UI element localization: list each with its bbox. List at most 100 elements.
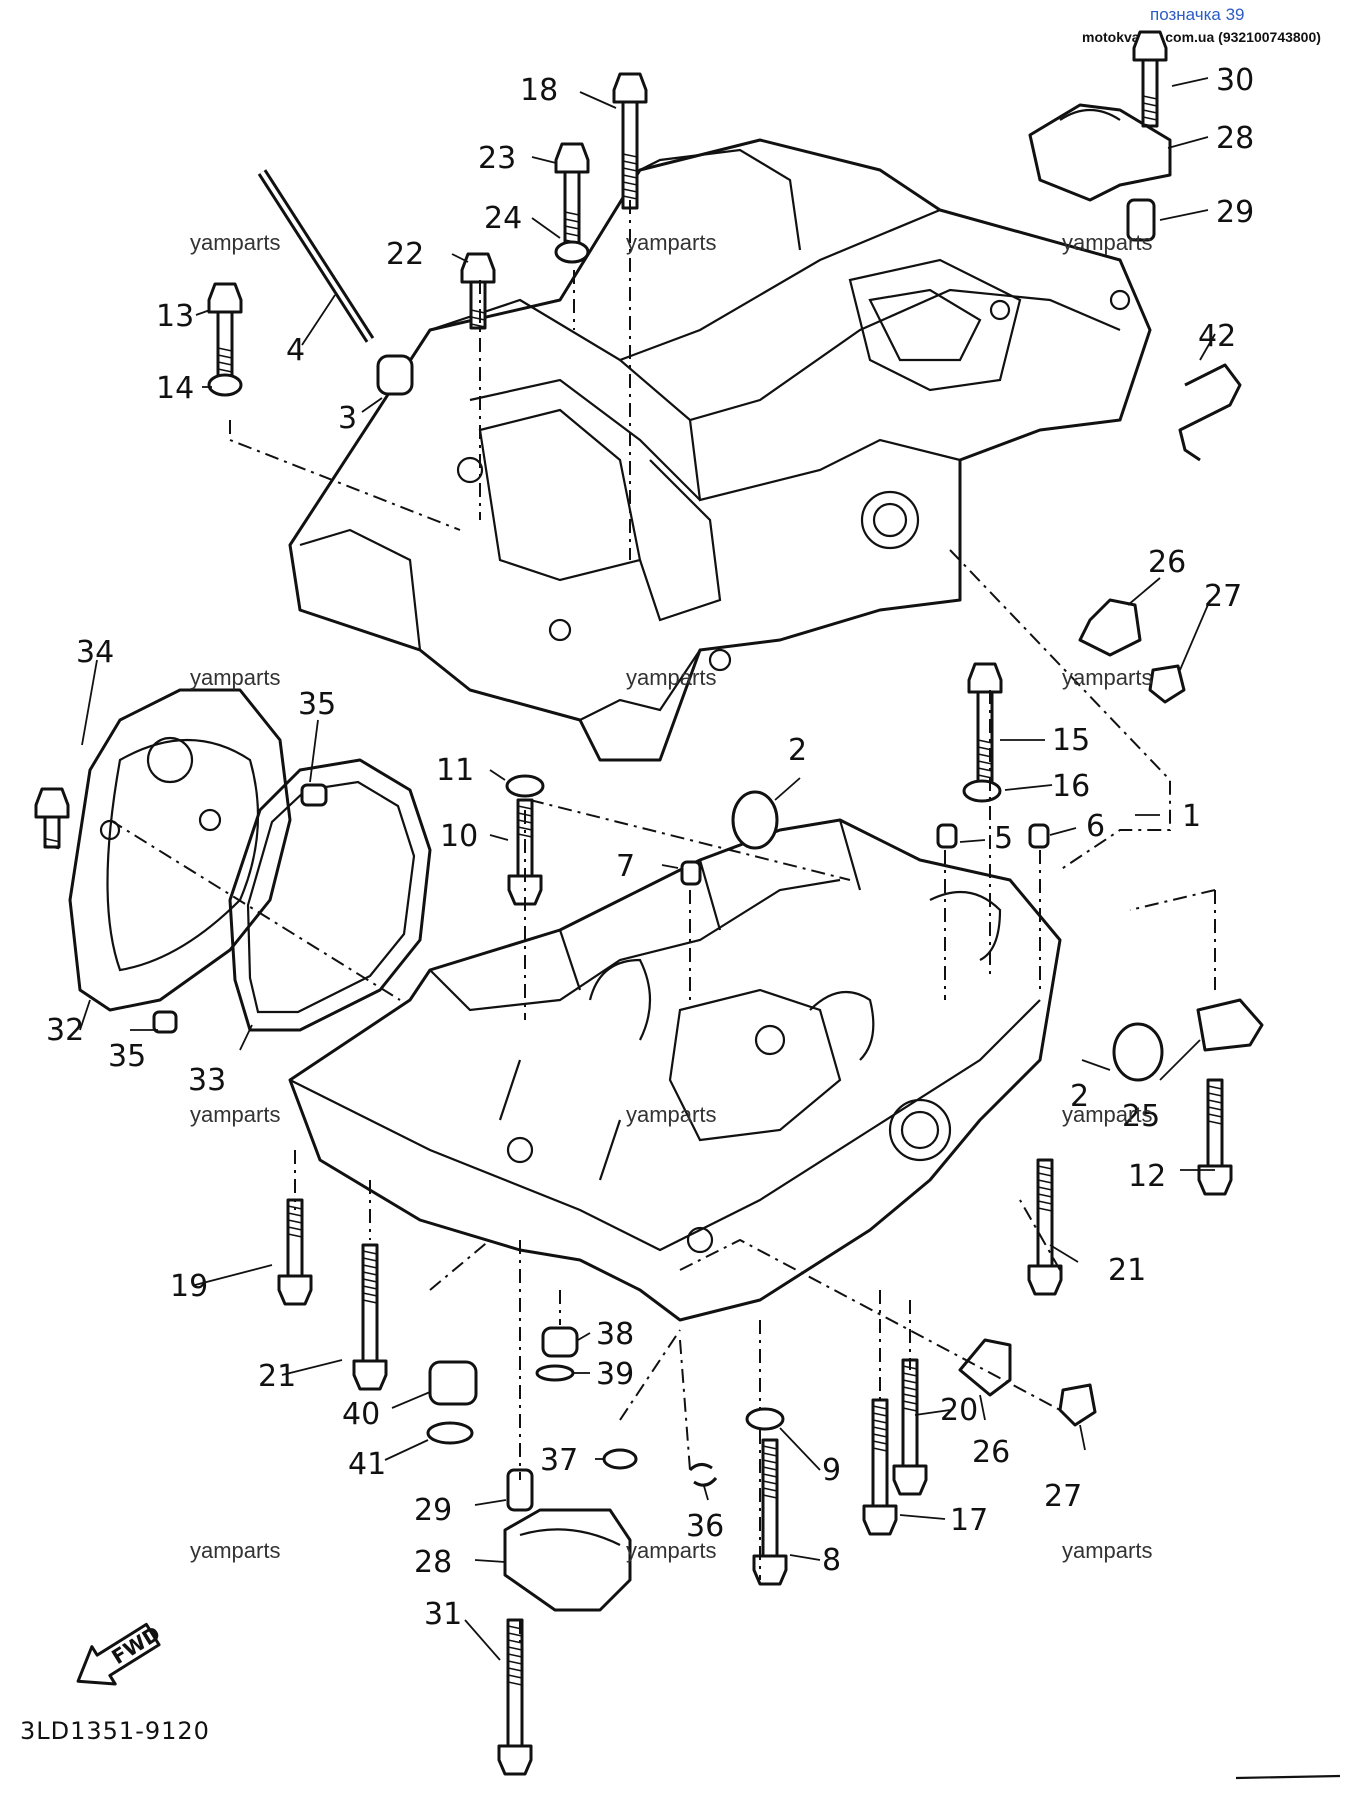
callout-10: 10 [440, 819, 478, 854]
bolt-13 [207, 282, 243, 380]
o-ring-39 [535, 1364, 575, 1382]
callout-7: 7 [616, 849, 635, 884]
callout-27-lower: 27 [1044, 1479, 1082, 1514]
callout-37: 37 [540, 1443, 578, 1478]
callout-22: 22 [386, 237, 424, 272]
pipe-42 [1178, 363, 1242, 462]
bolt-15 [967, 662, 1003, 790]
callout-5: 5 [994, 821, 1013, 856]
watermark-text: yamparts [626, 665, 716, 690]
bolt-30 [1132, 30, 1168, 128]
watermark-text: yamparts [626, 1102, 716, 1127]
watermark-text: yamparts [190, 1102, 280, 1127]
fwd-arrow: FWD [76, 1621, 164, 1686]
assembly-lines [109, 200, 1216, 1650]
callout-18: 18 [520, 73, 558, 108]
upper-crankcase [288, 138, 1152, 762]
side-cover [68, 688, 292, 1012]
bolt-22 [460, 252, 496, 330]
watermark-text: yamparts [190, 1538, 280, 1563]
callout-38: 38 [596, 1317, 634, 1352]
callout-9: 9 [822, 1453, 841, 1488]
watermarks: yamparts yamparts yamparts yamparts yamp… [190, 230, 1152, 1563]
callout-35-lower: 35 [108, 1039, 146, 1074]
dowel-pin-35-upper [300, 783, 328, 807]
callout-labels: 1 2 2 3 4 5 6 7 8 9 10 11 12 13 14 15 16… [46, 63, 1254, 1632]
o-ring-37 [602, 1448, 638, 1470]
screw-27-upper [1148, 664, 1186, 704]
lower-crankcase [288, 818, 1062, 1322]
collar-40 [428, 1360, 478, 1406]
bolt-21-right [1027, 1158, 1063, 1296]
fwd-label: FWD [107, 1621, 164, 1669]
collar-38 [541, 1326, 579, 1358]
washer-9 [745, 1407, 785, 1431]
callout-6: 6 [1086, 809, 1105, 844]
callout-21-right: 21 [1108, 1253, 1146, 1288]
callout-28-upper: 28 [1216, 121, 1254, 156]
watermark-text: yamparts [1062, 230, 1152, 255]
callout-8: 8 [822, 1543, 841, 1578]
callout-27-upper: 27 [1204, 579, 1242, 614]
callout-12: 12 [1128, 1159, 1166, 1194]
callout-33: 33 [188, 1063, 226, 1098]
dowel-pin-5 [936, 823, 958, 849]
source-label: motokvartal.com.ua (932100743800) [1082, 29, 1321, 45]
callout-2-upper: 2 [788, 733, 807, 768]
engine-mount-lower [503, 1468, 632, 1612]
callout-36: 36 [686, 1509, 724, 1544]
watermark-text: yamparts [190, 230, 280, 255]
washer-11 [505, 774, 545, 798]
bolt-34 [34, 787, 70, 850]
engine-mount-upper [1028, 103, 1172, 242]
washer-14 [207, 373, 243, 397]
corner-mark [1235, 1774, 1341, 1780]
callout-26-upper: 26 [1148, 545, 1186, 580]
callout-35-upper: 35 [298, 687, 336, 722]
callout-13: 13 [156, 299, 194, 334]
washer-24 [554, 240, 590, 264]
callout-20: 20 [940, 1393, 978, 1428]
watermark-text: yamparts [190, 665, 280, 690]
diagram-position-label: позначка 39 [1150, 5, 1245, 24]
bolt-12 [1197, 1078, 1233, 1196]
callout-21-left: 21 [258, 1359, 296, 1394]
side-cover-gasket [228, 758, 432, 1032]
bracket-25 [1196, 998, 1264, 1052]
screw-27-lower [1058, 1383, 1097, 1427]
callout-19: 19 [170, 1269, 208, 1304]
oil-pipe-4 [257, 169, 375, 343]
callout-30: 30 [1216, 63, 1254, 98]
callout-3: 3 [338, 401, 357, 436]
callout-23: 23 [478, 141, 516, 176]
bracket-26-lower [958, 1338, 1012, 1397]
callout-14: 14 [156, 371, 194, 406]
callout-29-lower: 29 [414, 1493, 452, 1528]
callout-2-lower: 2 [1070, 1079, 1089, 1114]
bolt-20 [892, 1358, 928, 1496]
callout-26-lower: 26 [972, 1435, 1010, 1470]
watermark-text: yamparts [1062, 665, 1152, 690]
callout-24: 24 [484, 201, 522, 236]
callout-28-lower: 28 [414, 1545, 452, 1580]
callout-16: 16 [1052, 769, 1090, 804]
oil-seal-2-upper [731, 790, 779, 850]
callout-25: 25 [1122, 1099, 1160, 1134]
callout-34: 34 [76, 635, 114, 670]
callout-29-upper: 29 [1216, 195, 1254, 230]
washer-16 [962, 779, 1002, 803]
oil-seal-2-lower [1112, 1022, 1164, 1082]
callout-41: 41 [348, 1447, 386, 1482]
callout-39: 39 [596, 1357, 634, 1392]
watermark-text: yamparts [1062, 1538, 1152, 1563]
o-ring-41 [426, 1421, 474, 1445]
callout-4: 4 [286, 333, 305, 368]
reference-code: 3LD1351-9120 [20, 1717, 210, 1745]
dowel-pin-35-lower [152, 1010, 178, 1034]
dowel-pin-6 [1028, 823, 1050, 849]
bolt-21-left [352, 1243, 388, 1391]
dowel-pin-7 [680, 860, 702, 886]
bolt-23 [554, 142, 590, 250]
watermark-text: yamparts [1062, 1102, 1152, 1127]
bolt-18 [612, 72, 648, 210]
